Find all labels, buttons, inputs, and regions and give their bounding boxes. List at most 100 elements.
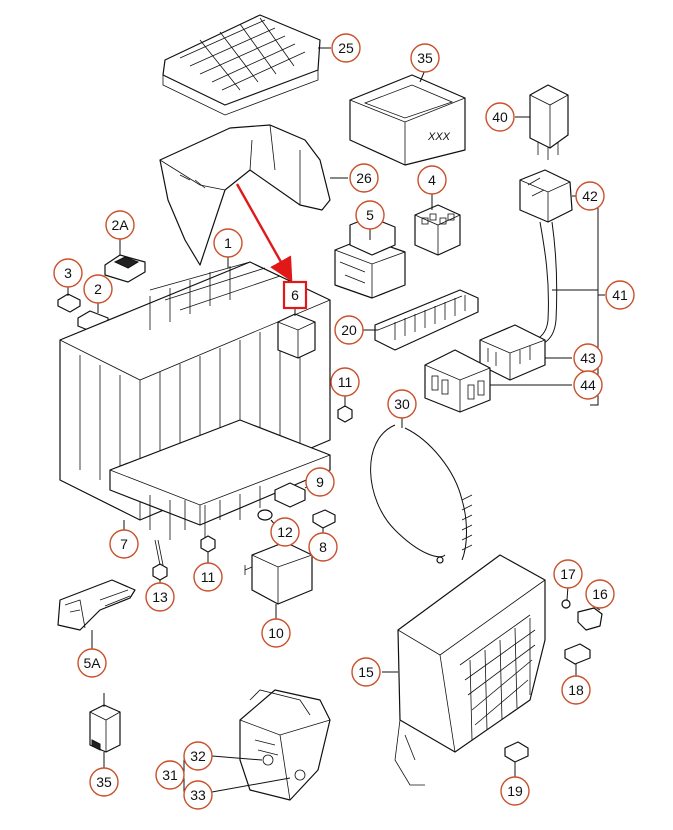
callout-label: 2: [94, 281, 102, 297]
callout-label: 7: [120, 536, 128, 552]
relay-base-5-part: [334, 216, 406, 299]
highlight-callout-label: 6: [291, 287, 299, 303]
callout-c7[interactable]: 7: [109, 529, 139, 559]
callout-label: 17: [560, 566, 576, 582]
callout-c17[interactable]: 17: [553, 559, 583, 589]
callout-ring: [155, 760, 185, 790]
relay-socket-4-part: [414, 204, 461, 256]
callout-label: 9: [316, 474, 324, 490]
callout-c3[interactable]: 3: [53, 258, 83, 288]
callout-ring: [183, 741, 213, 771]
callout-ring: [193, 562, 223, 592]
callout-c9[interactable]: 9: [305, 467, 335, 497]
callout-ring: [105, 210, 135, 240]
clip-19-part: [504, 741, 529, 763]
wiring-assembly-part: [424, 169, 573, 413]
callout-label: 19: [507, 783, 523, 799]
callout-label: 41: [612, 287, 628, 303]
callout-label: 40: [492, 109, 508, 125]
callout-ring: [89, 767, 119, 797]
pointer-arrow: [235, 183, 293, 283]
callout-c42[interactable]: 42: [575, 181, 605, 211]
callout-c31[interactable]: 31: [155, 760, 185, 790]
callout-ring: [334, 315, 364, 345]
callout-c33[interactable]: 33: [183, 780, 213, 810]
callout-c41[interactable]: 41: [605, 280, 635, 310]
fuse-clip-3-part: [57, 293, 81, 313]
housing-shroud-part: [159, 124, 331, 266]
callout-c12[interactable]: 12: [270, 517, 300, 547]
fuse-carrier-31-part: [239, 689, 331, 801]
callout-c43[interactable]: 43: [573, 343, 603, 373]
callout-c5a[interactable]: 5A: [77, 648, 107, 678]
callout-c13[interactable]: 13: [145, 582, 175, 612]
callout-label: 11: [201, 569, 216, 585]
callout-ring: [575, 181, 605, 211]
highlight-callout-6[interactable]: 6: [282, 280, 308, 310]
callout-label: 15: [358, 664, 374, 680]
nut-12-part: [257, 509, 273, 521]
relay-6-part: [277, 313, 316, 359]
callout-c20[interactable]: 20: [334, 315, 364, 345]
callout-c11a[interactable]: 11: [330, 367, 360, 397]
callout-c2a[interactable]: 2A: [105, 210, 135, 240]
callout-ring: [410, 43, 440, 73]
callout-ring: [83, 274, 113, 304]
callout-ring: [500, 776, 530, 806]
callout-c35b[interactable]: 35: [89, 767, 119, 797]
callout-label: 12: [277, 524, 293, 540]
callout-label: 8: [319, 539, 327, 555]
callout-label: 26: [356, 170, 372, 186]
callout-label: 16: [592, 586, 608, 602]
callout-label: 44: [580, 377, 596, 393]
callout-label: 10: [268, 625, 284, 641]
callout-label: 5A: [83, 655, 101, 671]
callout-label: 43: [580, 350, 596, 366]
callout-label: 35: [417, 50, 433, 66]
callout-ring: [183, 780, 213, 810]
callout-ring: [261, 618, 291, 648]
cover-15-part: [394, 554, 546, 786]
callout-c18[interactable]: 18: [561, 675, 591, 705]
callout-ring: [213, 228, 243, 258]
callout-ring: [573, 370, 603, 400]
callout-ring: [387, 389, 417, 419]
callout-ring: [109, 529, 139, 559]
callout-c1[interactable]: 1: [213, 228, 243, 258]
callout-ring: [485, 102, 515, 132]
callout-label: 35: [96, 774, 112, 790]
washer-17-part: [561, 599, 571, 609]
callout-c25[interactable]: 25: [331, 33, 361, 63]
callout-label: 20: [341, 322, 357, 338]
callout-ring: [351, 657, 381, 687]
callout-c10[interactable]: 10: [261, 618, 291, 648]
callout-ring: [77, 648, 107, 678]
relay-module-part: XXX: [349, 74, 466, 166]
callout-label: 2A: [111, 217, 129, 233]
screw-16-part: [577, 607, 603, 631]
callout-c44[interactable]: 44: [573, 370, 603, 400]
callout-c8[interactable]: 8: [308, 532, 338, 562]
callout-label: 3: [64, 265, 72, 281]
callout-ring: [270, 517, 300, 547]
callout-c35a[interactable]: 35: [410, 43, 440, 73]
callout-ring: [53, 258, 83, 288]
bolt-13-part: [152, 539, 168, 581]
callout-c4[interactable]: 4: [417, 165, 447, 195]
nut-11-upper-part: [337, 405, 353, 423]
callout-ring: [330, 367, 360, 397]
callout-c2[interactable]: 2: [83, 274, 113, 304]
callout-ring: [605, 280, 635, 310]
callout-c26[interactable]: 26: [349, 163, 379, 193]
callout-c16[interactable]: 16: [585, 579, 615, 609]
callout-c15[interactable]: 15: [351, 657, 381, 687]
relay-marking-text: XXX: [427, 131, 451, 143]
callout-c5[interactable]: 5: [355, 200, 385, 230]
callout-c30[interactable]: 30: [387, 389, 417, 419]
callout-c19[interactable]: 19: [500, 776, 530, 806]
callout-c11b[interactable]: 11: [193, 562, 223, 592]
callout-ring: [349, 163, 379, 193]
callout-c40[interactable]: 40: [485, 102, 515, 132]
callout-c32[interactable]: 32: [183, 741, 213, 771]
